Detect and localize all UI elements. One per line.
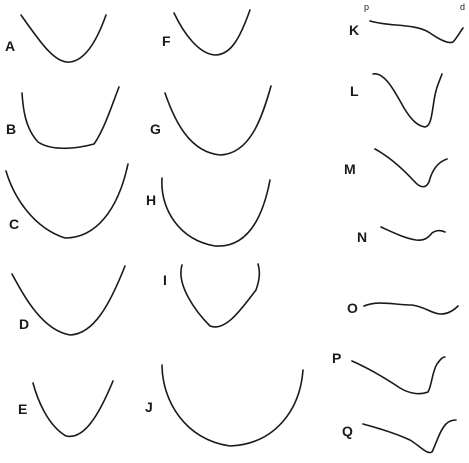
panel-b: B — [6, 87, 119, 148]
panel-l: L — [350, 74, 442, 127]
panel-d: D — [12, 266, 125, 335]
panel-label-p: P — [332, 350, 341, 366]
panel-label-k: K — [349, 22, 359, 38]
outline-k — [370, 21, 463, 43]
outline-l — [373, 74, 442, 127]
panel-label-e: E — [18, 401, 27, 417]
panel-label-b: B — [6, 121, 16, 137]
outline-n — [381, 227, 445, 240]
panel-m: M — [344, 149, 447, 187]
outline-b — [22, 87, 119, 148]
outline-m — [375, 149, 447, 187]
panel-label-h: H — [146, 192, 156, 208]
panel-o: O — [347, 300, 458, 316]
outline-c — [6, 164, 128, 238]
outline-j — [162, 365, 303, 446]
panel-label-g: G — [150, 121, 161, 137]
panel-g: G — [150, 86, 271, 155]
panel-label-c: C — [9, 216, 19, 232]
panel-a: A — [5, 15, 106, 62]
panel-n: N — [357, 227, 445, 245]
panel-j: J — [145, 365, 303, 446]
panel-label-q: Q — [342, 423, 353, 439]
panel-e: E — [18, 381, 113, 436]
outline-e — [33, 381, 113, 436]
panel-label-j: J — [145, 399, 153, 415]
panel-label-f: F — [162, 33, 171, 49]
outline-a — [21, 15, 106, 62]
outline-f — [174, 10, 250, 55]
outline-p — [352, 357, 445, 394]
panel-label-i: I — [163, 272, 167, 288]
panel-label-o: O — [347, 300, 358, 316]
panel-label-l: L — [350, 83, 359, 99]
panel-p: P — [332, 350, 445, 394]
panel-k: K p d — [349, 2, 465, 43]
panel-h: H — [146, 178, 270, 246]
outline-q — [363, 420, 456, 453]
panel-label-m: M — [344, 161, 356, 177]
outline-o — [364, 303, 458, 314]
outline-i — [181, 264, 259, 327]
outline-h — [162, 178, 270, 246]
panel-f: F — [162, 10, 250, 55]
proximal-marker: p — [364, 2, 369, 12]
panel-label-a: A — [5, 38, 15, 54]
panel-label-d: D — [19, 316, 29, 332]
panel-label-n: N — [357, 229, 367, 245]
panel-q: Q — [342, 420, 456, 453]
distal-marker: d — [460, 2, 465, 12]
panel-i: I — [163, 264, 259, 327]
panel-c: C — [6, 164, 128, 238]
outline-g — [165, 86, 271, 155]
